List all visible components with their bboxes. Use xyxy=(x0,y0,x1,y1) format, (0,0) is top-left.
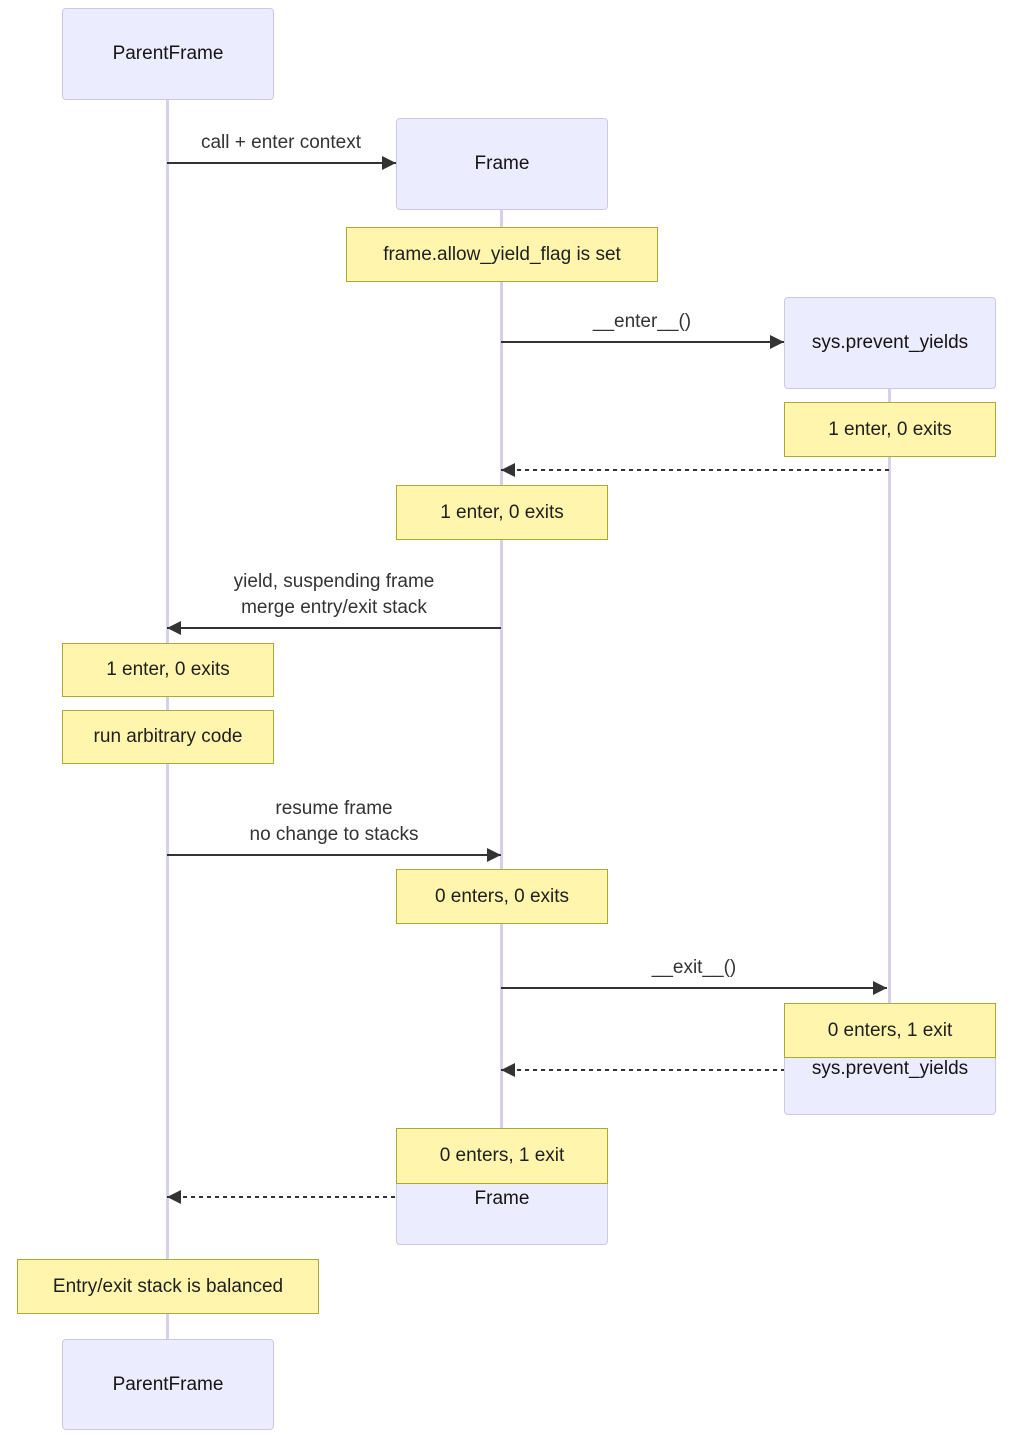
actor-parentframe-top: ParentFrame xyxy=(62,8,274,100)
arrowhead-right-icon xyxy=(382,156,396,170)
message-call-line xyxy=(167,162,396,164)
arrowhead-left-icon xyxy=(167,1190,181,1204)
note-run-arbitrary-code: run arbitrary code xyxy=(62,710,274,764)
actor-label: sys.prevent_yields xyxy=(811,1058,969,1079)
message-resume-label: resume frame no change to stacks xyxy=(249,798,419,845)
note-frame-exit-count: 0 enters, 1 exit xyxy=(396,1128,608,1184)
message-yield-line xyxy=(167,627,501,629)
message-enter-label: __enter__() xyxy=(592,311,692,332)
message-yield-label: yield, suspending frame merge entry/exit… xyxy=(233,571,435,618)
actor-frame-top: Frame xyxy=(396,118,608,210)
lifeline-sys-prevent-yields xyxy=(888,387,891,1030)
note-frame-enter-count: 1 enter, 0 exits xyxy=(396,485,608,540)
note-sys-exit-count: 0 enters, 1 exit xyxy=(784,1003,996,1058)
note-stack-balanced: Entry/exit stack is balanced xyxy=(17,1259,319,1314)
message-frame-return-line xyxy=(167,1196,396,1198)
note-allow-yield-flag: frame.allow_yield_flag is set xyxy=(346,227,658,282)
actor-label: Frame xyxy=(474,153,530,174)
lifeline-frame xyxy=(500,208,503,1160)
message-call-label: call + enter context xyxy=(200,132,362,153)
actor-sys-prevent-yields-top: sys.prevent_yields xyxy=(784,297,996,389)
message-exit-return-line xyxy=(501,1069,784,1071)
arrowhead-left-icon xyxy=(167,621,181,635)
arrowhead-right-icon xyxy=(487,848,501,862)
message-exit-label: __exit__() xyxy=(651,957,737,978)
arrowhead-left-icon xyxy=(501,1063,515,1077)
message-enter-return-line xyxy=(501,469,889,471)
arrowhead-right-icon xyxy=(873,981,887,995)
note-parent-enter-count: 1 enter, 0 exits xyxy=(62,643,274,697)
arrowhead-left-icon xyxy=(501,463,515,477)
actor-label: Frame xyxy=(474,1188,530,1209)
actor-parentframe-bottom: ParentFrame xyxy=(62,1339,274,1430)
note-sys-enter-count: 1 enter, 0 exits xyxy=(784,402,996,457)
arrowhead-right-icon xyxy=(770,335,784,349)
message-exit-line xyxy=(501,987,887,989)
message-enter-line xyxy=(501,341,784,343)
actor-label: ParentFrame xyxy=(112,1373,224,1395)
message-resume-line xyxy=(167,854,501,856)
actor-label: sys.prevent_yields xyxy=(811,332,969,353)
actor-label: ParentFrame xyxy=(112,43,224,64)
note-frame-resume-count: 0 enters, 0 exits xyxy=(396,869,608,924)
